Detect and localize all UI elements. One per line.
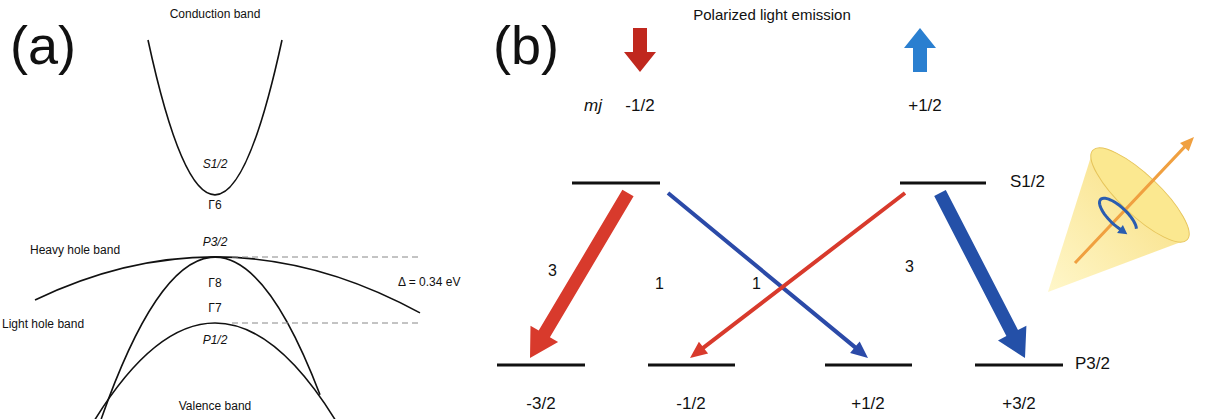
- ratio-number: 3: [548, 262, 557, 280]
- band-name: Light hole band: [2, 318, 84, 332]
- transition-arrow: [530, 190, 634, 358]
- quantum-number-label: mj: [584, 96, 602, 116]
- level-label: -3/2: [526, 394, 555, 414]
- transition-arrow: [667, 192, 868, 359]
- heading: Polarized light emission: [693, 6, 851, 23]
- state-label: P3/2: [1075, 354, 1110, 374]
- transition-arrows: [530, 137, 1194, 358]
- propagation-arrow: [1074, 137, 1194, 264]
- energy-level: [975, 364, 1063, 367]
- level-label: +1/2: [908, 96, 942, 116]
- symmetry-label: Γ6: [208, 199, 221, 213]
- spin-down-arrow: [624, 28, 656, 72]
- panel-letter: (b): [493, 14, 559, 76]
- splitting-value: Δ = 0.34 eV: [398, 276, 460, 290]
- band-name: Valence band: [179, 400, 252, 414]
- band-name: Heavy hole band: [30, 244, 120, 258]
- state-label: P1/2: [203, 334, 228, 348]
- symmetry-label: Γ8: [208, 277, 221, 291]
- level-label: +3/2: [1002, 394, 1036, 414]
- level-label: -1/2: [676, 394, 705, 414]
- level-label: +1/2: [851, 394, 885, 414]
- symmetry-label: Γ7: [208, 302, 221, 316]
- split-off-curve: [95, 323, 335, 419]
- light-hole-curve: [101, 257, 320, 419]
- energy-level: [572, 182, 660, 185]
- transition-arrow: [934, 190, 1026, 358]
- state-label: S1/2: [1010, 172, 1045, 192]
- band-name: Conduction band: [170, 8, 261, 22]
- ratio-number: 1: [655, 275, 664, 293]
- level-label: -1/2: [625, 96, 654, 116]
- heavy-hole-curve: [35, 257, 420, 313]
- conduction-band-curve: [148, 40, 282, 195]
- dashed-level: [232, 257, 420, 258]
- transition-arrow: [690, 191, 906, 358]
- energy-level: [648, 364, 735, 367]
- state-label: S1/2: [203, 158, 228, 172]
- ratio-number: 1: [752, 275, 761, 293]
- ratio-number: 3: [905, 258, 914, 276]
- energy-level: [825, 364, 912, 367]
- polarization-curl: [1100, 198, 1137, 229]
- energy-level: [497, 364, 585, 367]
- state-label: P3/2: [203, 236, 228, 250]
- panel-letter: (a): [10, 14, 76, 76]
- dashed-level: [232, 323, 420, 324]
- energy-level: [900, 182, 986, 185]
- spin-up-arrow: [904, 28, 936, 72]
- curl-head: [1116, 225, 1128, 234]
